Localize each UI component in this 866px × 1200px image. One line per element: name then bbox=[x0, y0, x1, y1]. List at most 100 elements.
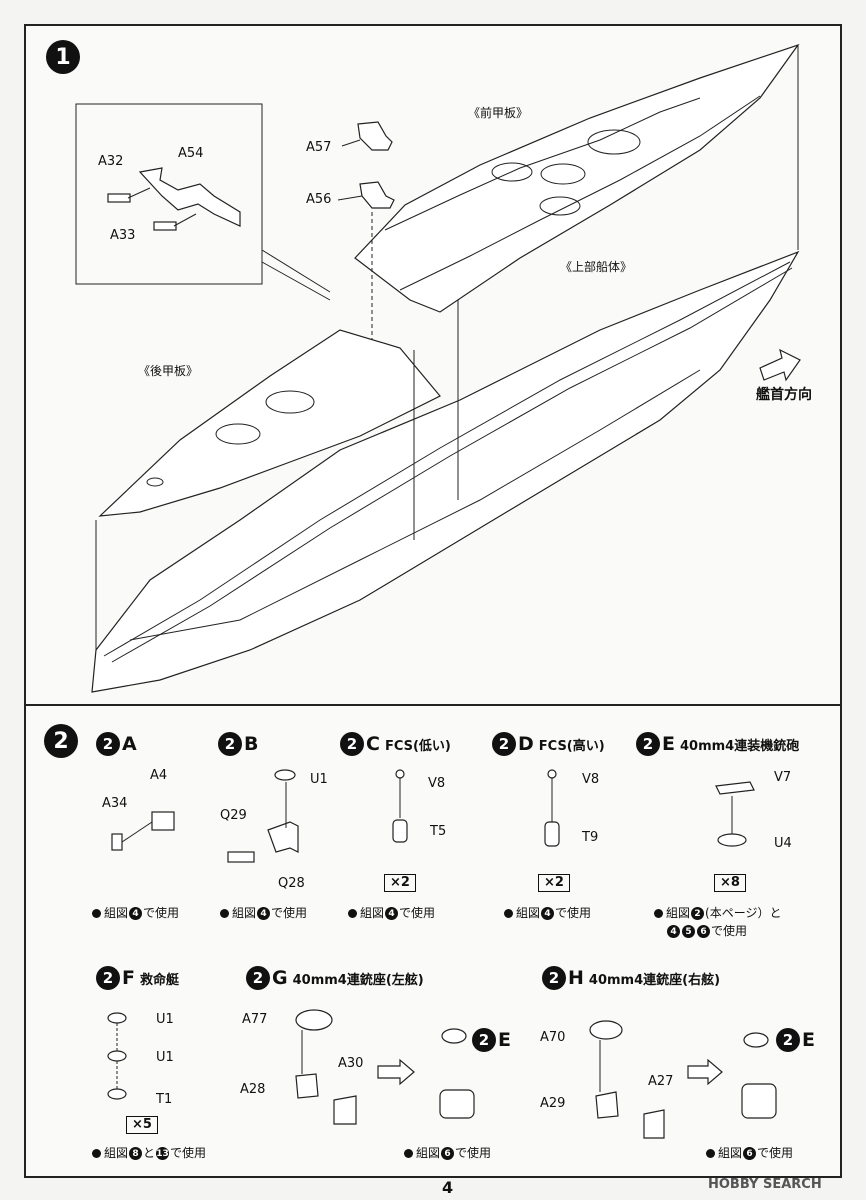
part-a77 bbox=[295, 1009, 333, 1031]
part-label-t5: T5 bbox=[430, 824, 447, 839]
step1-badge: 1 bbox=[46, 40, 80, 74]
page-number: 4 bbox=[442, 1178, 454, 1197]
label-bow-direction: 艦首方向 bbox=[756, 387, 812, 403]
inset-leader bbox=[261, 249, 331, 293]
part-label-a28: A28 bbox=[240, 1082, 266, 1097]
sub-e-badge: 2 bbox=[636, 732, 660, 756]
sub-a-badge: 2 bbox=[96, 732, 120, 756]
sub-c-badge: 2 bbox=[340, 732, 364, 756]
part-u1-a bbox=[107, 1012, 127, 1024]
label-front-deck: 《前甲板》 bbox=[468, 106, 529, 120]
part-label-a27: A27 bbox=[648, 1074, 674, 1089]
front-deck bbox=[354, 43, 800, 313]
part-label-a54: A54 bbox=[178, 146, 204, 161]
sub-h-badge: 2 bbox=[542, 966, 566, 990]
part-label-a29: A29 bbox=[540, 1096, 566, 1111]
sub-g-badge: 2 bbox=[246, 966, 270, 990]
mount-g bbox=[439, 1089, 475, 1119]
sub-c-title: FCS(低い) bbox=[384, 738, 451, 754]
part-label-a70: A70 bbox=[540, 1030, 566, 1045]
part-t9 bbox=[544, 821, 560, 847]
part-label-q28: Q28 bbox=[278, 876, 305, 891]
sub-h-letter: H bbox=[568, 967, 584, 989]
part-label-a57: A57 bbox=[306, 140, 332, 155]
part-a70 bbox=[589, 1020, 623, 1040]
part-label-u1: U1 bbox=[310, 772, 328, 787]
part-t5 bbox=[392, 819, 408, 843]
sub-g-title: 40mm4連銃座(左舷) bbox=[292, 972, 424, 988]
watermark-logo: HOBBY SEARCH bbox=[708, 1177, 822, 1192]
sub-f-quantity: ×5 bbox=[126, 1116, 158, 1134]
part-label-a32: A32 bbox=[98, 154, 124, 169]
arrow-h bbox=[687, 1058, 723, 1086]
part-a28 bbox=[295, 1073, 319, 1099]
part-a54-bracket bbox=[138, 167, 241, 227]
part-a29 bbox=[595, 1091, 619, 1119]
part-q29 bbox=[227, 851, 255, 863]
sub-d-quantity: ×2 bbox=[538, 874, 570, 892]
part-a30 bbox=[333, 1095, 357, 1125]
part-label-a34: A34 bbox=[102, 796, 128, 811]
bow-direction-arrow bbox=[759, 348, 801, 382]
part-label-a4: A4 bbox=[150, 768, 168, 783]
part-label-u4: U4 bbox=[774, 836, 792, 851]
rear-deck bbox=[98, 329, 441, 517]
part-a33 bbox=[153, 221, 177, 231]
part-label-t9: T9 bbox=[582, 830, 599, 845]
sub-d-title: FCS(高い) bbox=[538, 738, 605, 754]
sub-b-badge: 2 bbox=[218, 732, 242, 756]
part-label-a33: A33 bbox=[110, 228, 136, 243]
part-a32 bbox=[107, 193, 131, 203]
part-label-v8-d: V8 bbox=[582, 772, 600, 787]
part-a56 bbox=[359, 181, 395, 209]
sub-e-quantity: ×8 bbox=[714, 874, 746, 892]
part-t1 bbox=[107, 1088, 127, 1100]
sub-f-badge: 2 bbox=[96, 966, 120, 990]
part-a27 bbox=[643, 1109, 665, 1139]
sub-d-letter: D bbox=[518, 733, 534, 755]
sub-f-letter: F bbox=[122, 967, 135, 989]
part-label-a30: A30 bbox=[338, 1056, 364, 1071]
detail-inset-box bbox=[75, 103, 263, 285]
sub-b-letter: B bbox=[244, 733, 259, 755]
part-label-q29: Q29 bbox=[220, 808, 247, 823]
part-a34 bbox=[111, 833, 123, 851]
label-rear-deck: 《後甲板》 bbox=[138, 364, 199, 378]
part-v7 bbox=[715, 781, 755, 795]
sub-g-letter: G bbox=[272, 967, 288, 989]
sub-e-title: 40mm4連装機銃砲 bbox=[679, 738, 800, 754]
part-label-a77: A77 bbox=[242, 1012, 268, 1027]
part-label-u1-a: U1 bbox=[156, 1012, 174, 1027]
part-label-v7: V7 bbox=[774, 770, 792, 785]
arrow-g bbox=[377, 1058, 415, 1086]
step-divider bbox=[24, 704, 842, 706]
sub-c-quantity: ×2 bbox=[384, 874, 416, 892]
sub-a-letter: A bbox=[122, 733, 137, 755]
part-label-v8-c: V8 bbox=[428, 776, 446, 791]
part-label-u1-b: U1 bbox=[156, 1050, 174, 1065]
part-label-a56: A56 bbox=[306, 192, 332, 207]
part-u1 bbox=[274, 769, 296, 781]
sub-e-letter: E bbox=[662, 733, 675, 755]
sub-d-badge: 2 bbox=[492, 732, 516, 756]
part-a4 bbox=[151, 811, 175, 831]
part-label-t1: T1 bbox=[156, 1092, 173, 1107]
